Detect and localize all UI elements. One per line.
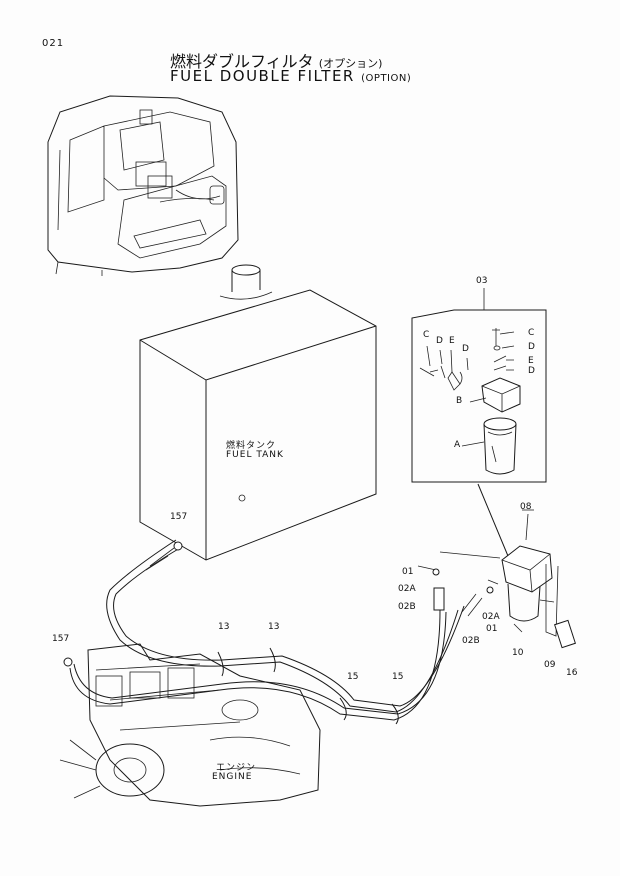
callout-15-left: 15	[347, 672, 359, 682]
callout-d-left-2: D	[462, 344, 469, 354]
title-japanese: 燃料ダブルフィルタ (オプション)	[170, 48, 382, 72]
callout-02b-right: 02B	[462, 636, 480, 646]
title-english: FUEL DOUBLE FILTER (OPTION)	[170, 67, 411, 85]
callout-15-right: 15	[392, 672, 404, 682]
callout-01-right: 01	[486, 624, 498, 634]
callout-e-left: E	[449, 336, 455, 346]
callout-13-right: 13	[268, 622, 280, 632]
callout-a: A	[454, 440, 461, 450]
callout-b: B	[456, 396, 463, 406]
engine-label-jp: エンジン	[216, 763, 257, 773]
callout-10: 10	[512, 648, 524, 658]
engine-illustration	[59, 643, 321, 807]
title-japanese-option: (オプション)	[318, 57, 383, 70]
callout-02a-right: 02A	[482, 612, 500, 622]
machine-overview-illustration	[47, 95, 239, 276]
callout-157-left: 157	[52, 634, 70, 644]
callout-c-left: C	[423, 330, 430, 340]
engine-label-en: ENGINE	[212, 772, 253, 782]
kit-leader-line	[477, 483, 509, 557]
title-japanese-main: 燃料ダブルフィルタ	[170, 52, 314, 71]
callout-01-left: 01	[402, 567, 414, 577]
callout-13-left: 13	[218, 622, 230, 632]
title-english-main: FUEL DOUBLE FILTER	[170, 67, 355, 85]
callout-d-right-2: D	[528, 366, 535, 376]
callout-02b-left: 02B	[398, 602, 416, 612]
callout-16: 16	[566, 668, 578, 678]
page-number: 021	[42, 38, 65, 49]
callout-157-top: 157	[170, 512, 188, 522]
callout-d-right-1: D	[528, 342, 535, 352]
callout-09: 09	[544, 660, 556, 670]
callout-02a-left: 02A	[398, 584, 416, 594]
callout-e-right: E	[528, 356, 534, 366]
title-english-option: (OPTION)	[361, 73, 412, 84]
fuel-tank-label-jp: 燃料タンク	[226, 441, 277, 451]
fuel-tank-illustration	[139, 264, 377, 561]
filter-assembly-illustration	[417, 509, 576, 649]
callout-d-left-1: D	[436, 336, 443, 346]
filter-kit-03-box	[411, 288, 547, 483]
callout-03: 03	[476, 276, 488, 286]
callout-c-right: C	[528, 328, 535, 338]
fuel-hoses	[63, 539, 494, 725]
callout-08: 08	[520, 502, 532, 512]
fuel-tank-label-en: FUEL TANK	[226, 450, 284, 460]
